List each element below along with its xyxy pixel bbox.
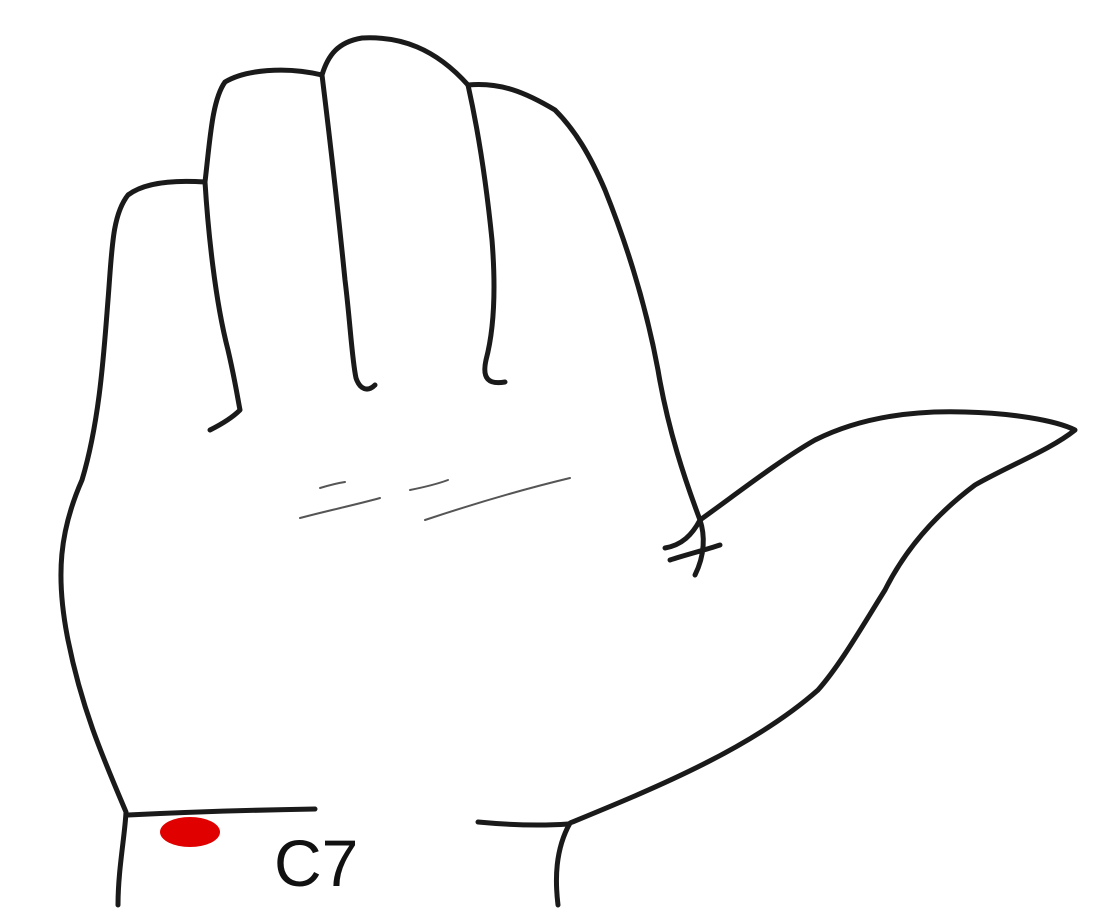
palm-crease-2 (410, 480, 448, 490)
finger-gap-index-middle (205, 182, 240, 430)
finger-gap-ring-little (468, 85, 505, 383)
finger-gap-middle-ring (322, 75, 375, 389)
hand-outline (61, 38, 1075, 905)
acupoint-marker (160, 817, 220, 847)
palm-crease-4 (320, 482, 345, 488)
thumb-web-crease (665, 520, 720, 575)
wrist-crease-right (478, 822, 568, 825)
palm-crease-1 (300, 498, 380, 518)
palm-crease-3 (425, 478, 570, 520)
acupoint-label: C7 (274, 830, 358, 896)
wrist-crease-left (128, 809, 315, 815)
